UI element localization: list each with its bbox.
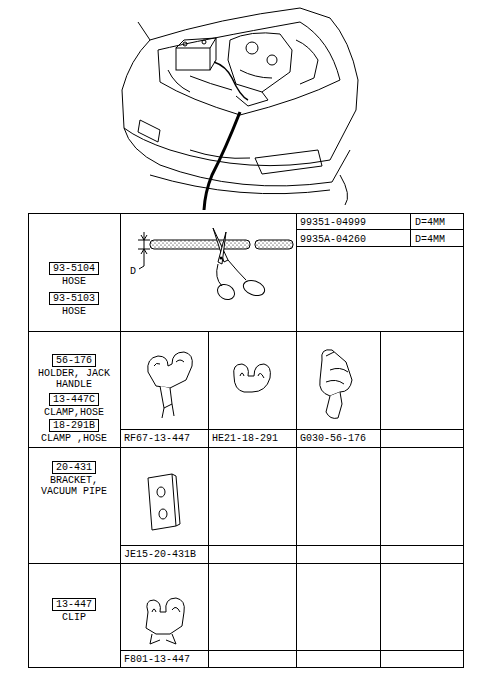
part-number: 99351-04999 [300, 217, 366, 228]
clamp-drawings [148, 350, 352, 419]
part-reference: 93-5103HOSE [28, 292, 120, 317]
dimension-label: D [130, 266, 136, 277]
part-number: G030-56-176 [300, 433, 366, 444]
part-reference: 18-291BCLAMP ,HOSE [28, 419, 120, 444]
parts-table [28, 213, 464, 668]
reference-number: 13-447C [49, 393, 99, 406]
reference-number: 18-291B [49, 419, 99, 432]
reference-number: 56-176 [52, 354, 96, 367]
part-number: RF67-13-447 [124, 433, 190, 444]
reference-number: 13-447 [52, 598, 96, 611]
reference-number: 93-5104 [49, 262, 99, 275]
car-illustration [122, 8, 358, 205]
part-name: CLIP [34, 612, 114, 623]
reference-number: 93-5103 [49, 292, 99, 305]
part-name: BRACKET, VACUUM PIPE [34, 475, 114, 497]
part-reference: 13-447CLIP [28, 598, 120, 623]
clip-drawing [146, 598, 184, 644]
dimension-value: D=4MM [415, 234, 445, 245]
part-name: HOLDER, JACK HANDLE [34, 368, 114, 390]
part-number: F801-13-447 [124, 654, 190, 665]
part-name: CLAMP ,HOSE [34, 433, 114, 444]
part-reference: 13-447CCLAMP,HOSE [28, 393, 120, 418]
leader-line [204, 112, 240, 210]
part-number: 9935A-04260 [300, 234, 366, 245]
reference-number: 20-431 [52, 461, 96, 474]
hose-drawing [138, 228, 293, 303]
dimension-value: D=4MM [415, 217, 445, 228]
part-reference: 20-431BRACKET, VACUUM PIPE [28, 461, 120, 497]
bracket-drawing [148, 474, 180, 530]
part-name: CLAMP,HOSE [34, 407, 114, 418]
part-reference: 93-5104HOSE [28, 262, 120, 287]
part-number: HE21-18-291 [212, 433, 278, 444]
part-reference: 56-176HOLDER, JACK HANDLE [28, 354, 120, 390]
part-name: HOSE [34, 276, 114, 287]
part-name: HOSE [34, 306, 114, 317]
part-number: JE15-20-431B [124, 549, 196, 560]
